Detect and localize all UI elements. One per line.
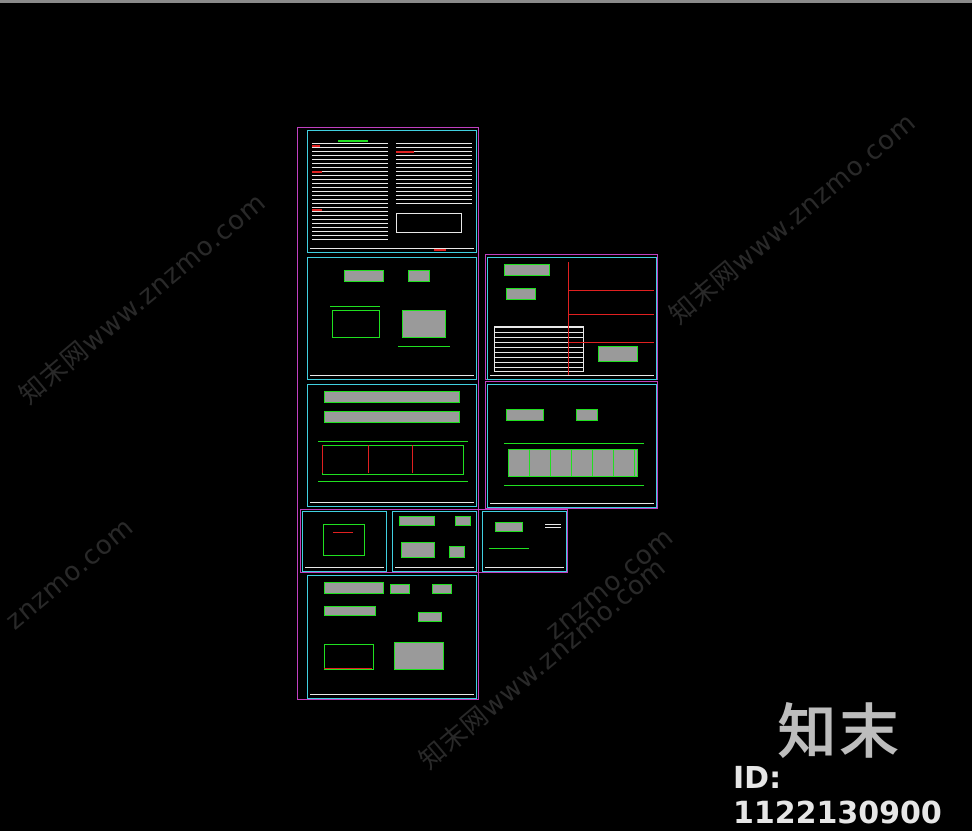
sheet-design-notes[interactable] (307, 130, 477, 253)
sheet-plan-elevation-2[interactable] (307, 384, 477, 507)
sheet-detail[interactable] (487, 257, 657, 380)
drawing-frame (297, 127, 479, 700)
sheet-plan-elevation-1[interactable] (307, 257, 477, 380)
watermark: znzmo.com (0, 511, 140, 636)
watermark: 知末网www.znzmo.com (663, 107, 923, 331)
drawing-frame (485, 381, 658, 509)
drawing-frame (300, 509, 568, 573)
sheet-small-plan-2[interactable] (392, 511, 477, 572)
cad-canvas[interactable]: 知末网www.znzmo.com 知末网www.znzmo.com znzmo.… (0, 3, 972, 831)
brand-logo: 知末 (778, 698, 903, 766)
resource-id: ID: 1122130900 (733, 761, 942, 831)
sheet-small-plan-3[interactable] (482, 511, 567, 572)
sheet-small-plan-1[interactable] (302, 511, 387, 572)
watermark: 知末网www.znzmo.com (13, 187, 273, 411)
sheet-elevation-3[interactable] (487, 384, 657, 508)
sheet-plan-elevation-4[interactable] (307, 575, 477, 699)
window-top-border (0, 0, 972, 3)
